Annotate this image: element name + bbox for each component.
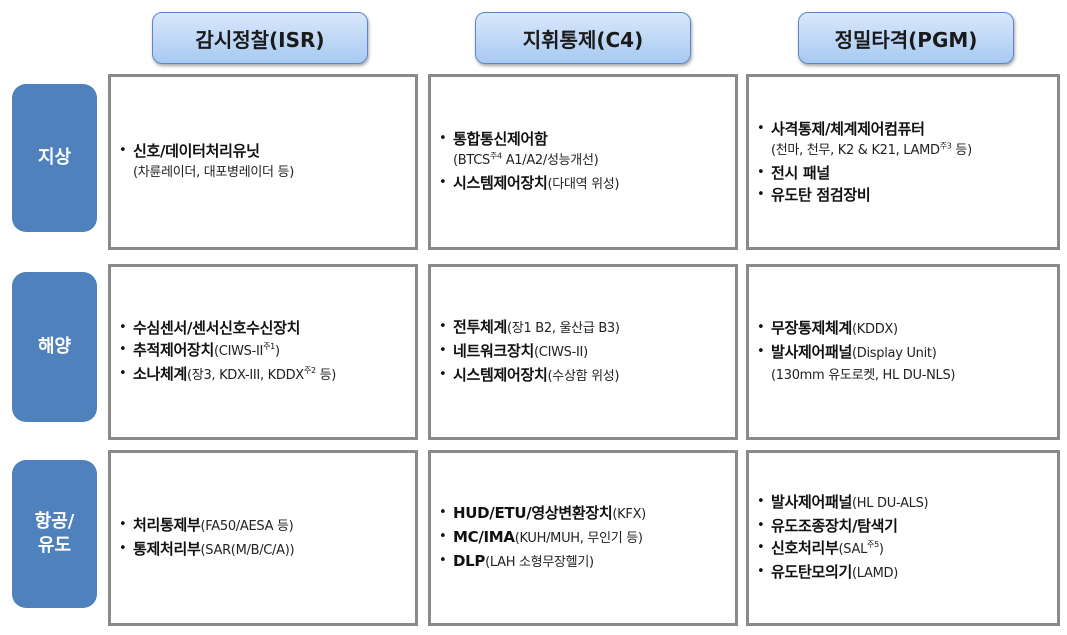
list-item: 시스템제어장치(수상함 위성) [439, 364, 727, 388]
list-item: 전투체계(장1 B2, 울산급 B3) [439, 316, 727, 340]
cell-air-c4: HUD/ETU/영상변환장치(KFX)MC/IMA(KUH/MUH, 무인기 등… [428, 450, 738, 626]
item-title: 처리통제부 [133, 516, 201, 534]
item-title: 신호/데이터처리유닛 [133, 142, 260, 160]
cell-ground-isr: 신호/데이터처리유닛 (차륜레이더, 대포병레이더 등) [108, 74, 418, 250]
list-item: 무장통제체계(KDDX) [757, 317, 1049, 341]
item-detail-text: 등) [951, 143, 972, 158]
item-title: 네트워크장치 [453, 342, 535, 360]
footnote-marker: 주2 [303, 366, 316, 375]
cell-ground-c4: 통합통신제어함(BTCS주4 A1/A2/성능개선)시스템제어장치(다대역 위성… [428, 74, 738, 250]
footnote-marker: 주1 [263, 342, 275, 351]
item-title: 통제처리부 [133, 540, 201, 558]
item-detail: (130mm 유도로켓, HL DU-NLS) [771, 365, 1049, 387]
list-item: MC/IMA(KUH/MUH, 무인기 등) [439, 526, 727, 550]
item-note: (Display Unit) [852, 346, 937, 361]
list-item: 통합통신제어함 (BTCS주4 A1/A2/성능개선) [439, 128, 727, 172]
cell-air-pgm: 발사제어패널(HL DU-ALS)유도조종장치/탐색기신호처리부(SAL주5)유… [746, 450, 1060, 626]
item-note: (수상함 위성) [547, 369, 620, 384]
cell-sea-isr: 수심센서/센서신호수신장치추적제어장치(CIWS-II주1)소나체계(장3, K… [108, 264, 418, 440]
item-note: (CIWS-II) [534, 345, 588, 360]
item-note: (LAMD) [852, 566, 899, 581]
item-note: (KUH/MUH, 무인기 등) [514, 531, 643, 546]
row-label-air-guided: 항공/ 유도 [12, 460, 97, 608]
list-item: 유도조종장치/탐색기 [757, 515, 1049, 537]
list-item: 유도탄모의기(LAMD) [757, 561, 1049, 585]
item-note: ) [878, 542, 884, 557]
item-detail: (차륜레이더, 대포병레이더 등) [133, 162, 407, 184]
item-title: HUD/ETU/영상변환장치 [453, 504, 613, 522]
item-title: 시스템제어장치 [453, 366, 548, 384]
item-title: DLP [453, 552, 486, 570]
list-item: 전시 패널 [757, 162, 1049, 184]
item-title: 무장통제체계 [771, 319, 853, 337]
list-item: 신호/데이터처리유닛 (차륜레이더, 대포병레이더 등) [119, 140, 407, 184]
item-detail: (천마, 천무, K2 & K21, LAMD주3 등) [771, 140, 1049, 162]
column-header-c4: 지휘통제(C4) [475, 12, 691, 64]
list-item: 발사제어패널(HL DU-ALS) [757, 491, 1049, 515]
item-detail-text: (천마, 천무, K2 & K21, LAMD [771, 143, 940, 158]
item-note: (LAH 소형무장헬기) [485, 555, 594, 570]
item-title: 유도탄모의기 [771, 563, 853, 581]
item-title: 유도조종장치/탐색기 [771, 517, 898, 535]
cell-sea-pgm: 무장통제체계(KDDX) 발사제어패널(Display Unit) (130mm 유… [746, 264, 1060, 440]
list-item: 신호처리부(SAL주5) [757, 537, 1049, 561]
cell-ground-pgm: 사격통제/체계제어컴퓨터 (천마, 천무, K2 & K21, LAMD주3 등)… [746, 74, 1060, 250]
list-item: 추적제어장치(CIWS-II주1) [119, 339, 407, 363]
item-title: 시스템제어장치 [453, 174, 548, 192]
item-title: 수심센서/센서신호수신장치 [133, 319, 301, 337]
item-note: (HL DU-ALS) [852, 496, 929, 511]
item-note: (KFX) [612, 507, 646, 522]
list-item: 수심센서/센서신호수신장치 [119, 317, 407, 339]
item-detail-text: (BTCS [453, 153, 490, 168]
item-title: 발사제어패널 [771, 343, 853, 361]
item-note: (SAR(M/B/C/A)) [200, 543, 295, 558]
item-title: 전투체계 [453, 318, 508, 336]
item-title: 전시 패널 [771, 164, 830, 182]
cell-air-isr: 처리통제부(FA50/AESA 등)통제처리부(SAR(M/B/C/A)) [108, 450, 418, 626]
item-note: 등) [315, 368, 337, 383]
item-note: (장3, KDX-III, KDDX [187, 368, 304, 383]
item-detail: (BTCS주4 A1/A2/성능개선) [453, 150, 727, 172]
item-title: 소나체계 [133, 365, 188, 383]
list-item: 유도탄 점검장비 [757, 184, 1049, 206]
list-item: 발사제어패널(Display Unit) (130mm 유도로켓, HL DU-N… [757, 341, 1049, 387]
item-title: MC/IMA [453, 528, 515, 546]
item-note: (다대역 위성) [547, 177, 620, 192]
item-note: ) [274, 344, 280, 359]
item-detail-text: (차륜레이더, 대포병레이더 등) [133, 165, 294, 180]
item-title: 추적제어장치 [133, 341, 215, 359]
list-item: 처리통제부(FA50/AESA 등) [119, 514, 407, 538]
list-item: 사격통제/체계제어컴퓨터 (천마, 천무, K2 & K21, LAMD주3 등) [757, 118, 1049, 162]
list-item: 통제처리부(SAR(M/B/C/A)) [119, 538, 407, 562]
item-title: 발사제어패널 [771, 493, 853, 511]
cell-sea-c4: 전투체계(장1 B2, 울산급 B3)네트워크장치(CIWS-II)시스템제어장… [428, 264, 738, 440]
row-label-sea: 해양 [12, 272, 97, 422]
item-title: 신호처리부 [771, 539, 839, 557]
column-header-isr: 감시정찰(ISR) [152, 12, 368, 64]
list-item: DLP(LAH 소형무장헬기) [439, 550, 727, 574]
item-title: 통합통신제어함 [453, 130, 548, 148]
row-label-ground: 지상 [12, 84, 97, 232]
footnote-marker: 주4 [490, 151, 502, 161]
item-note: (FA50/AESA 등) [200, 519, 294, 534]
list-item: 소나체계(장3, KDX-III, KDDX주2 등) [119, 363, 407, 387]
footnote-marker: 주3 [939, 141, 952, 151]
list-item: 시스템제어장치(다대역 위성) [439, 172, 727, 196]
item-note: (장1 B2, 울산급 B3) [507, 321, 620, 336]
item-detail-text: A1/A2/성능개선) [501, 153, 599, 168]
item-detail-text: (130mm 유도로켓, HL DU-NLS) [771, 368, 956, 383]
column-header-pgm: 정밀타격(PGM) [798, 12, 1014, 64]
list-item: 네트워크장치(CIWS-II) [439, 340, 727, 364]
item-note: (SAL [838, 542, 868, 557]
list-item: HUD/ETU/영상변환장치(KFX) [439, 502, 727, 526]
item-note: (CIWS-II [214, 344, 264, 359]
item-title: 사격통제/체계제어컴퓨터 [771, 120, 925, 138]
footnote-marker: 주5 [867, 540, 879, 549]
item-title: 유도탄 점검장비 [771, 186, 871, 204]
item-note: (KDDX) [852, 322, 898, 337]
